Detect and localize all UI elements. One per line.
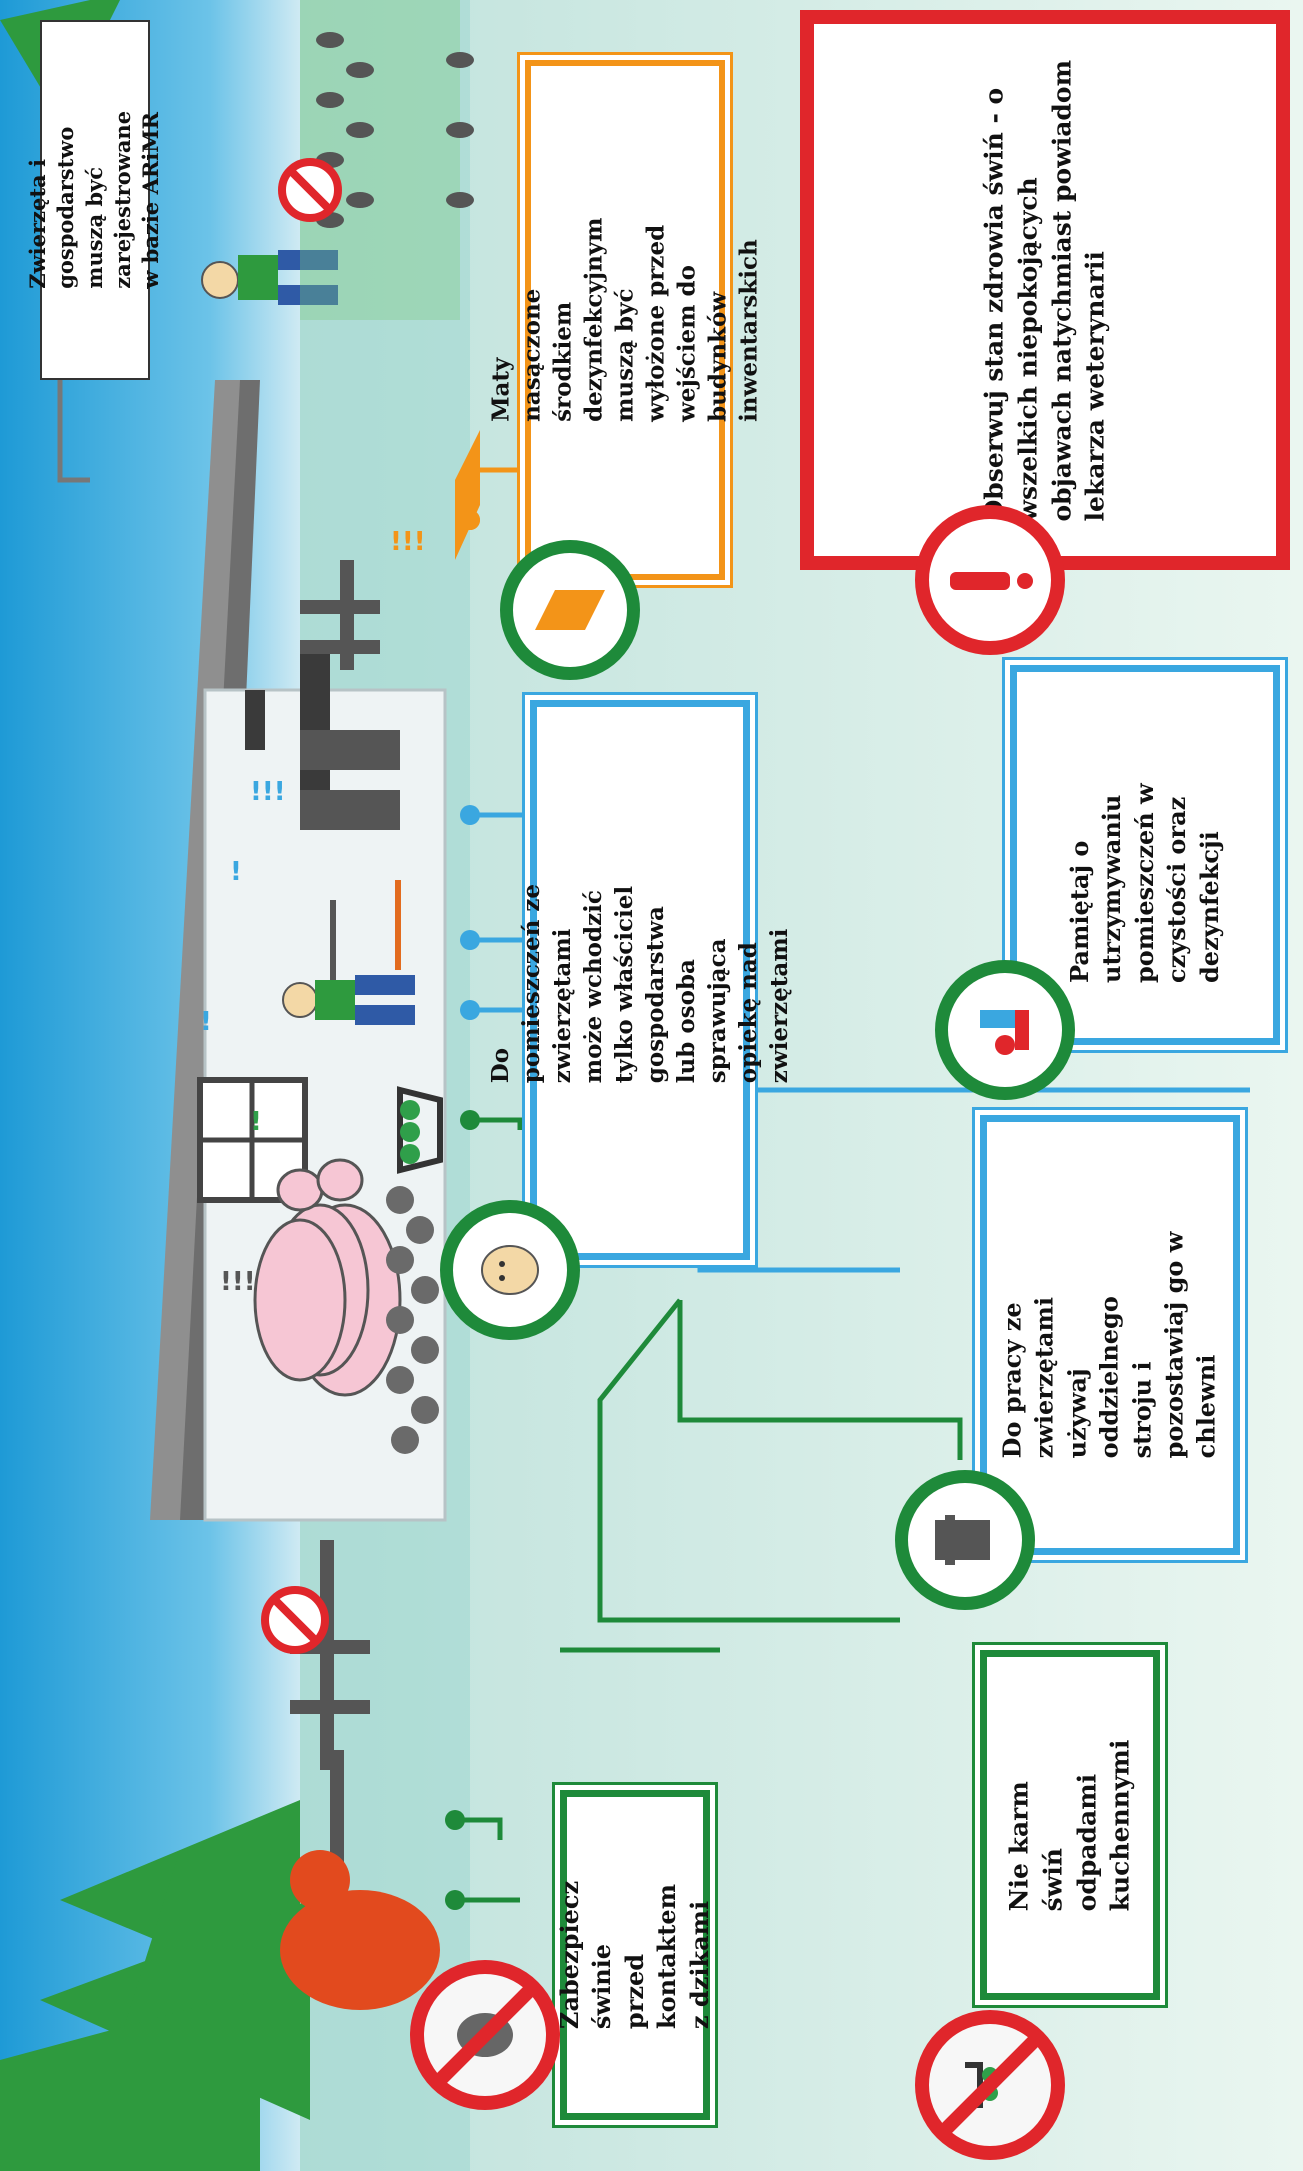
fence [290, 1540, 370, 1880]
wild-boar [280, 1850, 440, 2010]
farmer-in-barn [282, 975, 415, 1025]
feed-pile [386, 1186, 439, 1454]
no-entry-icon [261, 1586, 329, 1654]
head-person-icon [440, 1200, 580, 1340]
barn-door [245, 690, 265, 750]
tip-entry-restriction: Do pomieszczeń ze zwierzętami może wchod… [487, 700, 793, 1260]
no-wildboar-icon [410, 1960, 560, 2110]
pigs [253, 1158, 402, 1397]
farmer-outside [201, 250, 338, 305]
shirt-icon [895, 1470, 1035, 1610]
svg-text:!!!: !!! [250, 777, 286, 807]
no-food-icon [915, 2010, 1065, 2160]
trough [397, 1086, 443, 1174]
mat-icon [500, 540, 640, 680]
svg-text:!: ! [200, 1007, 212, 1037]
boot-disinfect-icon [935, 960, 1075, 1100]
svg-text:!: ! [230, 857, 242, 887]
tip-kitchen-waste: Nie karm świń odpadami kuchennymi [980, 1650, 1160, 2000]
svg-text:!!!: !!! [390, 527, 426, 557]
tip-wild-boar: Zabezpiecz świnie przed kontaktem z dzik… [555, 1790, 714, 2120]
svg-text:!!!: !!! [220, 1267, 256, 1297]
hanging-clothes [300, 730, 400, 830]
tip-disinfection-mats: Maty nasączone środkiem dezynfekcyjnym m… [487, 60, 763, 580]
tip-separate-clothes: Do pracy ze zwierzętami używaj oddzielne… [980, 1115, 1240, 1555]
tip-arimr: Zwierzęta i gospodarstwo muszą być zarej… [25, 20, 164, 380]
svg-text:!: ! [250, 1107, 262, 1137]
trees [0, 1800, 310, 2171]
warning-exclamation-icon [915, 505, 1065, 655]
tip-observe-health: Obserwuj stan zdrowia świń - o wszelkich… [800, 10, 1290, 570]
